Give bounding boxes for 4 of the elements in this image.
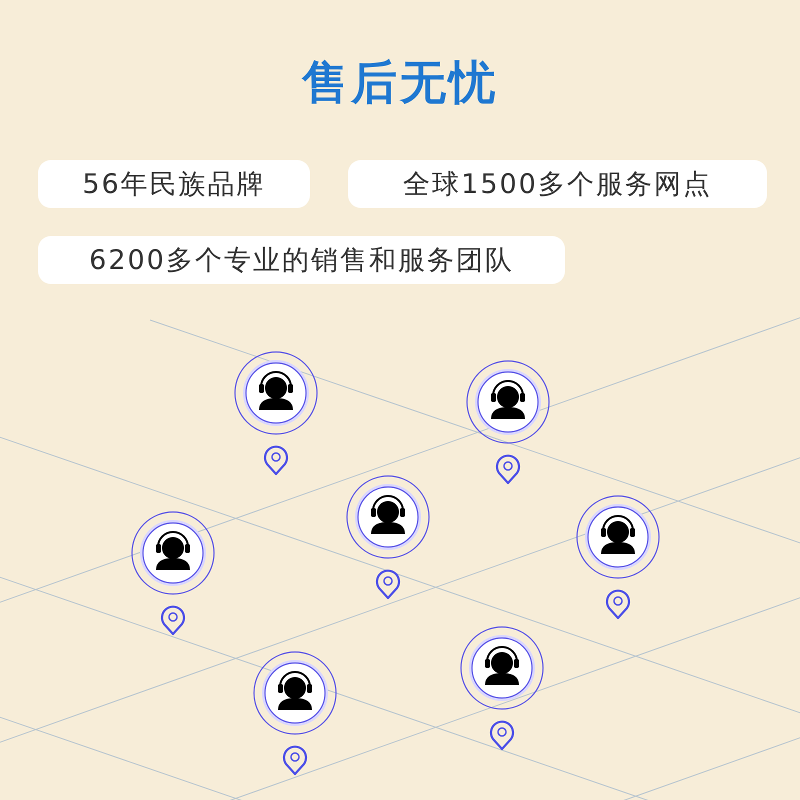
feature-badge: 全球1500多个服务网点 bbox=[348, 160, 767, 208]
title: 售后无忧 bbox=[300, 54, 499, 111]
feature-badge: 56年民族品牌 bbox=[38, 160, 310, 208]
feature-badge: 6200多个专业的销售和服务团队 bbox=[38, 236, 565, 284]
